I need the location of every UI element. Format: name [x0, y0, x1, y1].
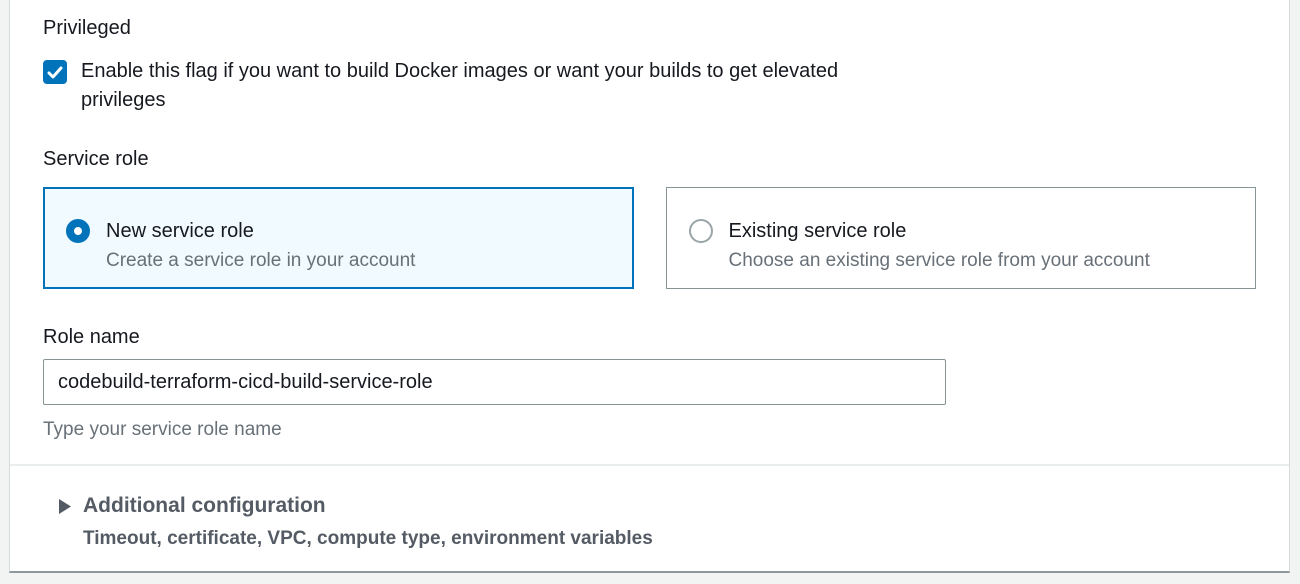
- additional-configuration-expander[interactable]: Additional configuration Timeout, certif…: [43, 492, 1256, 552]
- tile-new-service-role[interactable]: New service role Create a service role i…: [43, 187, 634, 289]
- privileged-checkbox-row[interactable]: Enable this flag if you want to build Do…: [43, 57, 1256, 115]
- caret-right-icon: [58, 492, 83, 519]
- check-icon: [47, 66, 63, 78]
- service-role-tiles: New service role Create a service role i…: [43, 187, 1256, 289]
- role-name-input[interactable]: [43, 359, 946, 405]
- tile-existing-service-role[interactable]: Existing service role Choose an existing…: [665, 187, 1256, 289]
- role-name-label: Role name: [43, 326, 140, 348]
- radio-unselected-icon[interactable]: [688, 219, 713, 243]
- tile-new-service-role-title: New service role: [106, 220, 254, 242]
- expander-text: Additional configuration Timeout, certif…: [83, 492, 653, 552]
- section-divider: [10, 464, 1289, 466]
- additional-configuration-subtitle: Timeout, certificate, VPC, compute type,…: [83, 528, 653, 549]
- tile-text: Existing service role Choose an existing…: [729, 217, 1150, 274]
- privileged-checkbox[interactable]: [43, 60, 67, 84]
- tile-existing-service-role-title: Existing service role: [728, 220, 907, 242]
- tile-new-service-role-description: Create a service role in your account: [106, 250, 416, 271]
- service-role-label: Service role: [43, 148, 149, 170]
- role-name-helper-text: Type your service role name: [43, 419, 282, 440]
- privileged-label: Privileged: [43, 17, 131, 39]
- radio-selected-icon[interactable]: [66, 219, 90, 243]
- additional-configuration-title: Additional configuration: [83, 494, 326, 517]
- privileged-checkbox-label[interactable]: Enable this flag if you want to build Do…: [81, 60, 839, 111]
- tile-text: New service role Create a service role i…: [106, 217, 415, 274]
- tile-existing-service-role-description: Choose an existing service role from you…: [728, 250, 1150, 271]
- environment-settings-panel: Privileged Enable this flag if you want …: [9, 0, 1290, 573]
